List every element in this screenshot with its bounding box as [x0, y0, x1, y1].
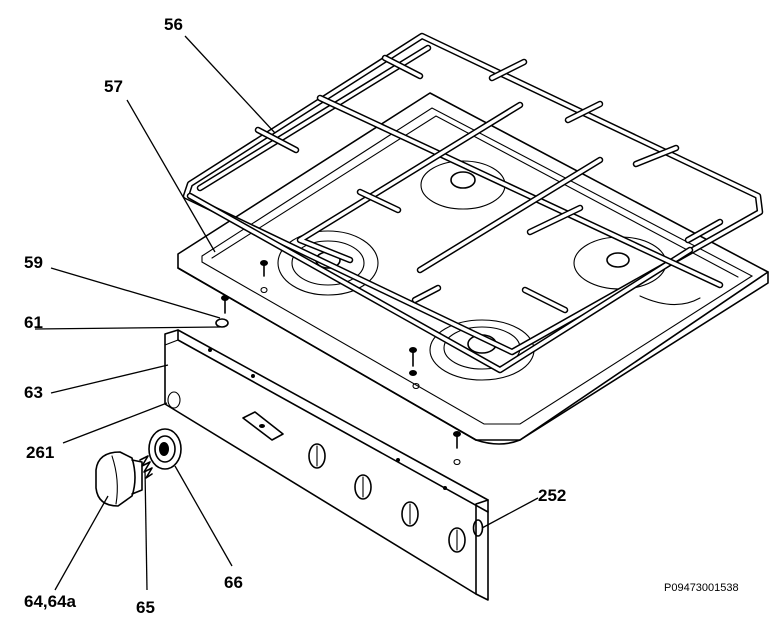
washer-61: [215, 318, 229, 328]
drawing-reference-code: P09473001538: [664, 582, 739, 594]
knob-spring: [139, 455, 153, 479]
callout-252: 252: [538, 486, 567, 505]
callout-66: 66: [224, 573, 243, 592]
callout-59: 59: [24, 253, 43, 272]
control-panel: [164, 329, 489, 601]
callout-61: 61: [24, 313, 43, 332]
leader-lines: [34, 35, 539, 591]
callout-64-64a: 64,64a: [24, 592, 76, 611]
knob-hole: [401, 501, 419, 527]
callout-261: 261: [26, 443, 55, 462]
callout-56: 56: [164, 15, 183, 34]
pan-support-grid: [182, 32, 764, 374]
screw: [260, 260, 268, 294]
screw-59: [221, 295, 229, 314]
screw: [409, 347, 420, 390]
knob-hole: [448, 527, 466, 553]
screw: [453, 431, 461, 466]
callout-65: 65: [136, 598, 155, 617]
control-knob: [95, 451, 143, 507]
knob-hole: [308, 443, 326, 469]
callout-57: 57: [104, 77, 123, 96]
callout-63: 63: [24, 383, 43, 402]
knob-hole: [354, 474, 372, 500]
knob-bezel: [148, 428, 182, 470]
